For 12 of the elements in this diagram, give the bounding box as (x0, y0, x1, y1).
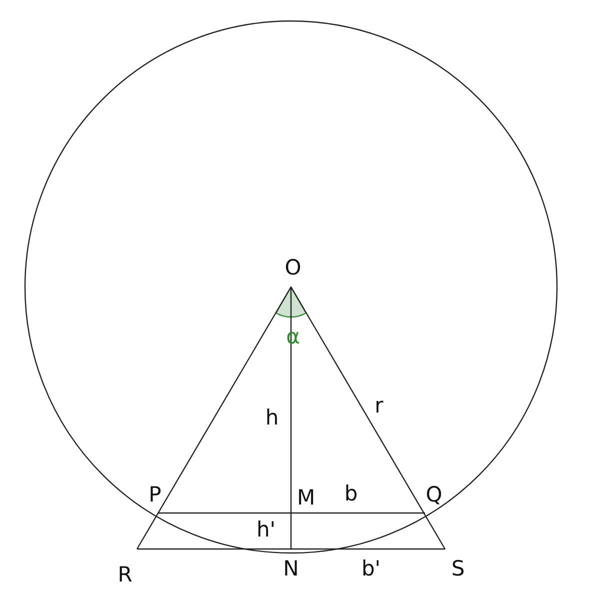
point-label: S (451, 558, 465, 580)
length-label: b (344, 484, 358, 504)
point-label: N (283, 558, 299, 580)
point-label: P (148, 484, 162, 506)
length-label: r (374, 396, 384, 416)
length-label: b' (361, 558, 381, 580)
point-label: R (118, 564, 132, 586)
length-label: h (265, 408, 279, 428)
point-label: Q (426, 484, 442, 506)
point-label: M (296, 488, 316, 508)
length-label: h' (256, 520, 276, 540)
point-label: O (284, 258, 302, 278)
